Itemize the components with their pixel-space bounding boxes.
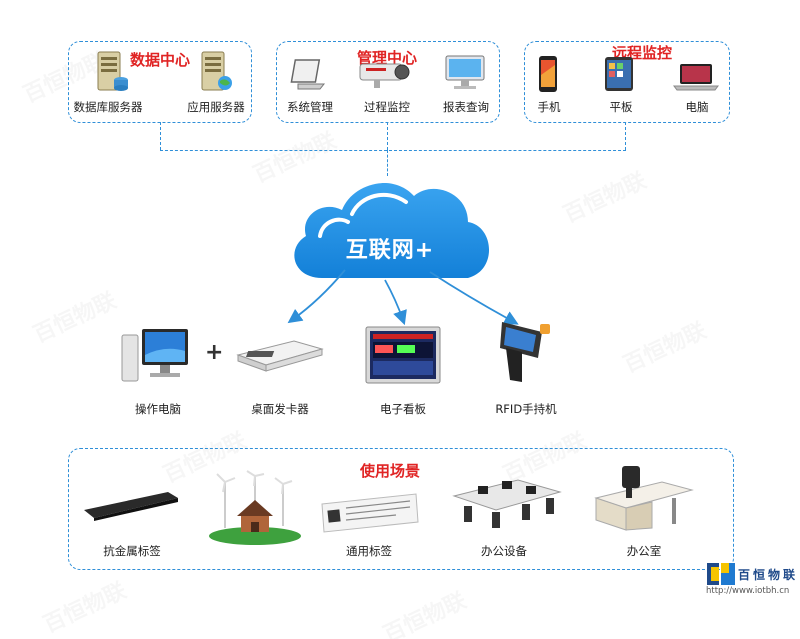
connector-data-center xyxy=(160,122,161,150)
label-anti-metal-tag: 抗金属标签 xyxy=(103,544,161,558)
panel-remote-monitoring xyxy=(524,41,730,123)
connector-remote xyxy=(625,122,626,150)
report-query-monitor-icon xyxy=(445,55,485,89)
company-logo-name: 百恒物联 xyxy=(738,568,799,582)
data-center-title: 数据中心 xyxy=(128,49,193,70)
company-logo-url: http://www.iotbh.cn xyxy=(706,586,790,596)
panel-management-center xyxy=(276,41,500,123)
connector-horizontal xyxy=(160,150,626,151)
system-management-icon xyxy=(290,59,326,90)
label-report-query: 报表查询 xyxy=(443,100,489,114)
label-system-management: 系统管理 xyxy=(287,100,333,114)
mobile-phone-icon xyxy=(539,56,557,92)
usage-scenarios-title: 使用场景 xyxy=(358,460,423,481)
laptop-icon xyxy=(673,64,719,91)
label-tablet: 平板 xyxy=(609,100,633,114)
arrow-to-card-reader xyxy=(287,269,346,324)
operation-computer-icon xyxy=(121,329,188,382)
label-mobile-phone: 手机 xyxy=(537,100,561,114)
database-server-icon xyxy=(97,51,128,91)
process-monitoring-camera-icon xyxy=(359,63,410,88)
label-database-server: 数据库服务器 xyxy=(73,100,143,114)
label-office-equipment: 办公设备 xyxy=(481,544,527,558)
wind-farm-house-icon xyxy=(209,470,301,545)
rfid-handheld-icon xyxy=(500,322,550,382)
anti-metal-tag-icon xyxy=(84,492,178,521)
arrow-to-rfid-handheld xyxy=(429,271,519,325)
label-desktop-card-reader: 桌面发卡器 xyxy=(251,402,309,416)
connector-management xyxy=(387,122,388,150)
panel-usage-scenarios xyxy=(68,448,734,570)
company-logo-icon xyxy=(707,563,735,585)
cloud-label: 互联网+ xyxy=(345,238,435,263)
general-label-icon xyxy=(321,493,419,533)
electronic-board-icon xyxy=(365,326,441,384)
label-rfid-handheld: RFID手持机 xyxy=(495,402,557,416)
label-computer: 电脑 xyxy=(685,100,709,114)
tablet-icon xyxy=(605,57,633,91)
arrow-to-e-board xyxy=(384,279,407,326)
label-application-server: 应用服务器 xyxy=(187,100,245,114)
office-room-icon xyxy=(594,466,694,531)
panel-data-center xyxy=(68,41,252,123)
label-general-tag: 通用标签 xyxy=(346,544,392,558)
plus-sign: + xyxy=(205,340,224,365)
label-process-monitoring: 过程监控 xyxy=(364,100,410,114)
label-operation-computer: 操作电脑 xyxy=(135,402,181,416)
label-office: 办公室 xyxy=(626,544,662,558)
desktop-card-reader-icon xyxy=(236,340,324,372)
label-electronic-board: 电子看板 xyxy=(380,402,426,416)
office-equipment-icon xyxy=(452,479,562,528)
application-server-icon xyxy=(201,51,232,91)
connector-to-cloud xyxy=(387,150,388,176)
cloud-icon xyxy=(294,183,490,278)
management-center-title: 管理中心 xyxy=(355,47,420,68)
